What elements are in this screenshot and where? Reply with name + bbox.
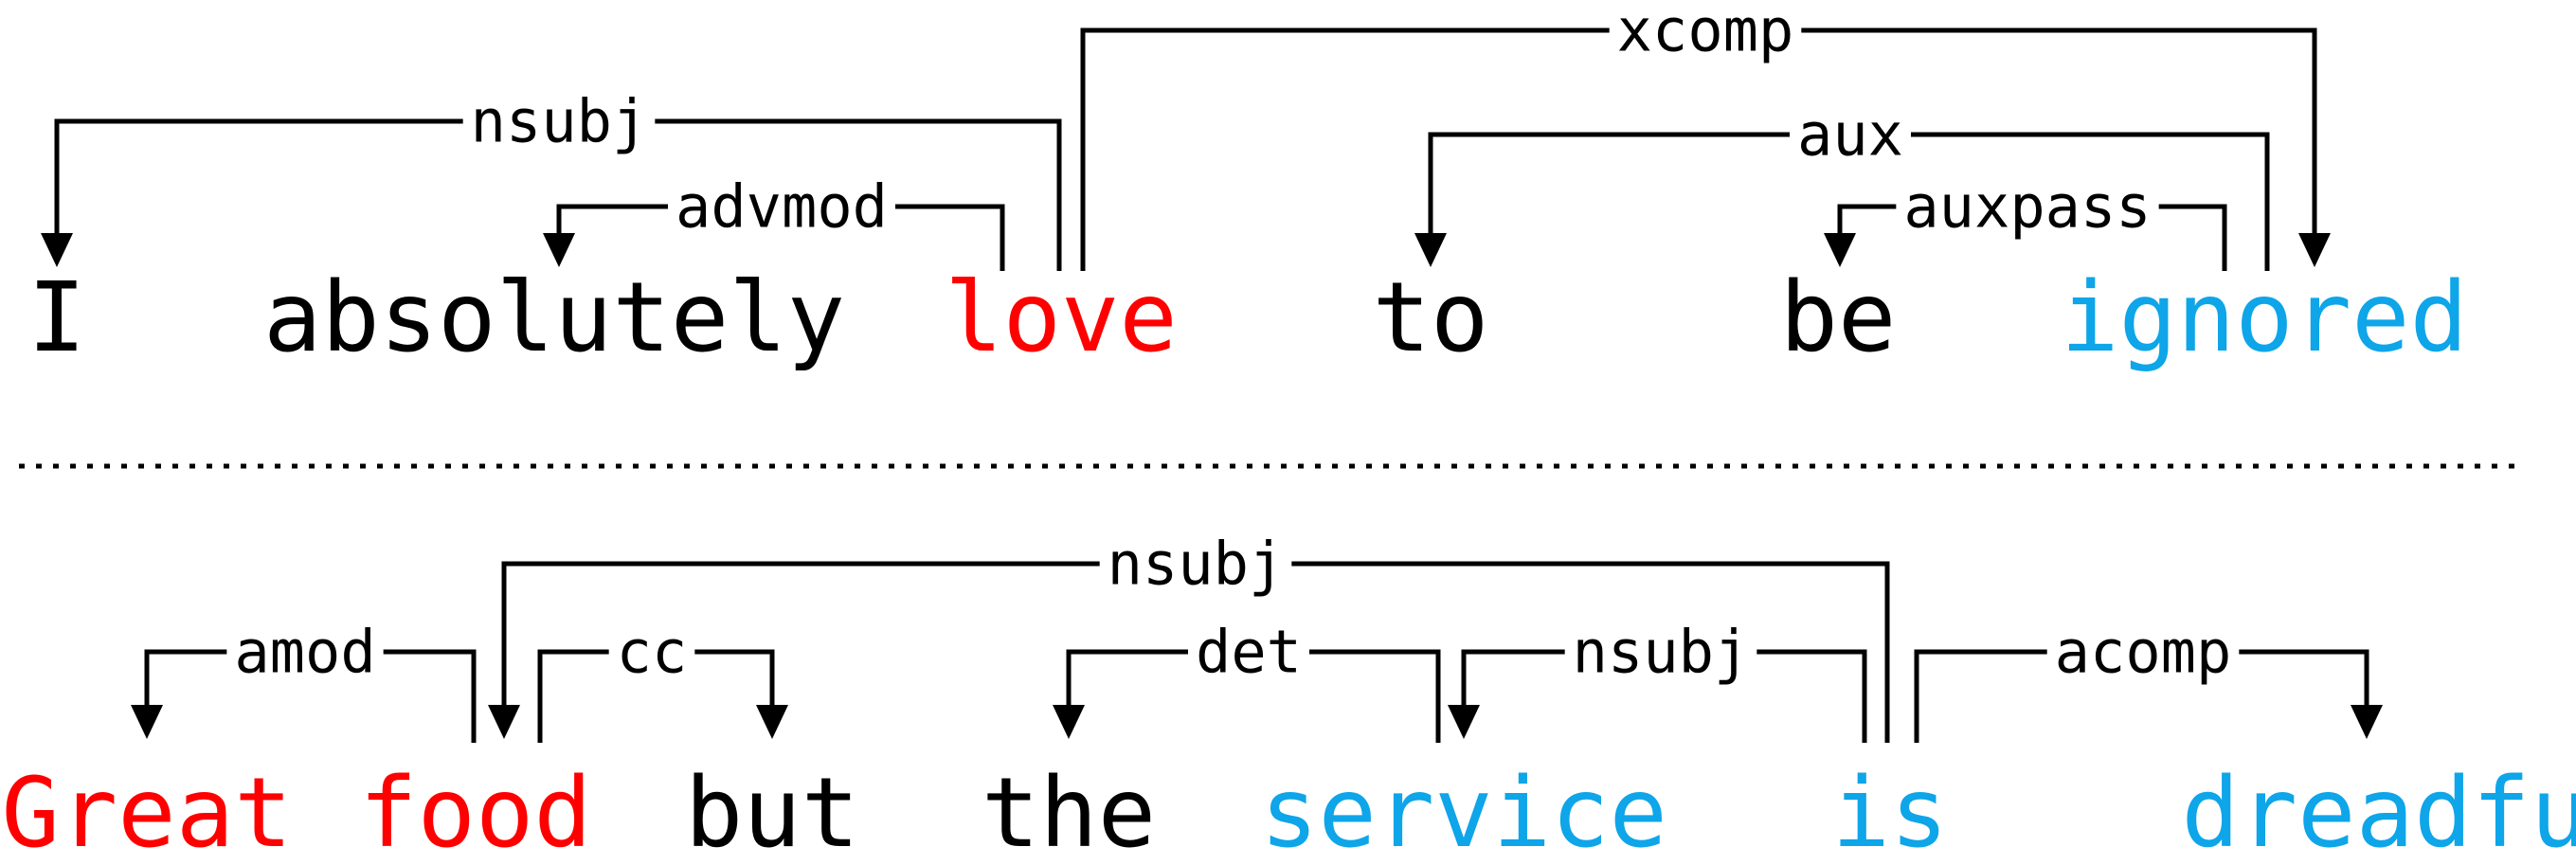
arrowhead-icon <box>1053 705 1085 739</box>
token-the: the <box>982 757 1156 865</box>
arrowhead-icon <box>2351 705 2383 739</box>
arrowhead-icon <box>756 705 788 739</box>
relation-label-background <box>462 90 656 153</box>
dependency-arc-auxpass: auxpass <box>1824 172 2227 271</box>
relation-label-background <box>2046 621 2240 683</box>
dependency-arc-acomp: acomp <box>1914 618 2383 743</box>
dependency-arc-advmod: advmod <box>543 172 1005 271</box>
dependency-arc-nsubj: nsubj <box>41 87 1062 271</box>
relation-label: nsubj <box>1573 618 1750 687</box>
relation-label: amod <box>234 618 375 687</box>
relation-label: advmod <box>676 172 888 242</box>
arrowhead-icon <box>1448 705 1480 739</box>
token-dreadful: dreadful <box>2181 757 2576 865</box>
token-to: to <box>1373 261 1489 374</box>
arrowhead-icon <box>2298 233 2331 267</box>
relation-label-background <box>608 621 695 683</box>
relation-label: aux <box>1797 100 1903 170</box>
dependency-arc-nsubj: nsubj <box>1448 618 1867 743</box>
token-service: service <box>1260 757 1667 865</box>
token-ignored: ignored <box>2061 261 2468 374</box>
dependency-arc-aux: aux <box>1414 100 2270 271</box>
token-is: is <box>1832 757 1949 865</box>
token-great: Great <box>1 757 292 865</box>
relation-label: auxpass <box>1903 172 2151 242</box>
relation-label: nsubj <box>1108 530 1285 599</box>
token-food: food <box>359 757 592 865</box>
dependency-arc-amod: amod <box>131 618 477 743</box>
relation-label: xcomp <box>1617 0 1794 65</box>
arrowhead-icon <box>1414 233 1447 267</box>
relation-label: det <box>1196 618 1302 687</box>
relation-label: acomp <box>2055 618 2232 687</box>
relation-label: nsubj <box>471 87 648 156</box>
token-but: but <box>685 757 859 865</box>
token-love: love <box>945 261 1178 374</box>
token-i: I <box>27 261 85 374</box>
relation-label-background <box>1564 621 1757 683</box>
dependency-arc-det: det <box>1053 618 1441 743</box>
dependency-arc-nsubj: nsubj <box>488 530 1890 743</box>
relation-label-background <box>1609 0 1802 62</box>
dependency-arc-cc: cc <box>537 618 788 743</box>
token-be: be <box>1780 261 1897 374</box>
relation-label: cc <box>617 618 688 687</box>
token-absolutely: absolutely <box>263 261 845 374</box>
relation-label-background <box>1896 175 2159 238</box>
arrowhead-icon <box>488 705 520 739</box>
relation-label-background <box>1188 621 1309 683</box>
arrowhead-icon <box>41 233 73 267</box>
arrowhead-icon <box>543 233 575 267</box>
relation-label-background <box>668 175 895 238</box>
dependency-arc-xcomp: xcomp <box>1080 0 2331 271</box>
arrowhead-icon <box>1824 233 1856 267</box>
relation-label-background <box>1790 103 1911 166</box>
arrowhead-icon <box>131 705 163 739</box>
relation-label-background <box>1099 532 1292 595</box>
relation-label-background <box>226 621 384 683</box>
